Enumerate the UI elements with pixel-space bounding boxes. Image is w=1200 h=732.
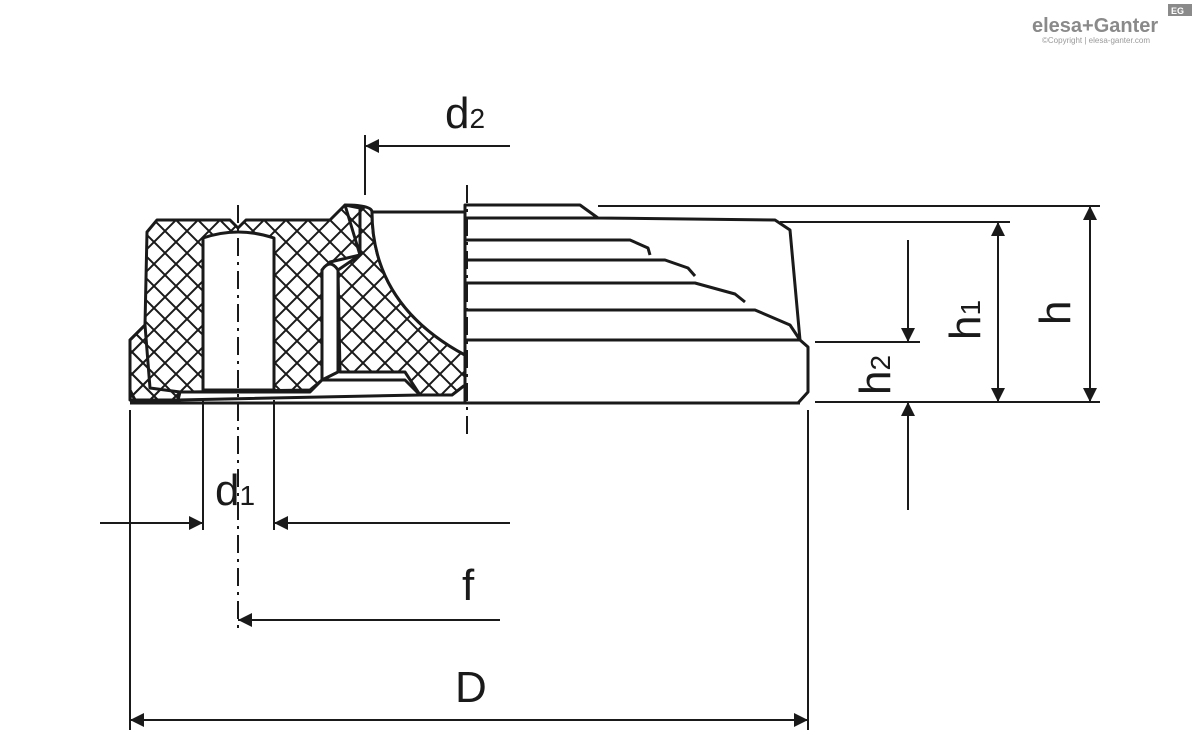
label-f: f bbox=[462, 561, 475, 610]
label-h2: h2 bbox=[851, 355, 900, 395]
knob-exterior bbox=[130, 203, 810, 405]
step-4 bbox=[465, 281, 746, 304]
logo-text: elesa+Ganter bbox=[1032, 15, 1158, 37]
step-3 bbox=[465, 258, 697, 277]
inner-slot bbox=[320, 262, 340, 382]
label-D: D bbox=[455, 663, 487, 712]
centerlines bbox=[237, 185, 468, 630]
label-h: h bbox=[1031, 301, 1080, 325]
dimension-labels: d2 d1 f D h h1 h2 bbox=[215, 89, 1080, 712]
knob-section bbox=[128, 203, 467, 402]
label-d2: d2 bbox=[445, 89, 485, 138]
logo-copyright: ©Copyright | elesa-ganter.com bbox=[1042, 36, 1150, 45]
logo-badge-text: EG bbox=[1171, 6, 1184, 16]
exterior-outline bbox=[463, 203, 810, 405]
step-5 bbox=[465, 308, 802, 341]
label-h1: h1 bbox=[941, 300, 990, 340]
step-2 bbox=[465, 238, 652, 256]
label-d1: d1 bbox=[215, 466, 255, 515]
dimension-lines bbox=[100, 135, 1100, 730]
brand-logo: elesa+Ganter EG ©Copyright | elesa-gante… bbox=[1032, 4, 1192, 45]
logo-badge-icon bbox=[1168, 4, 1192, 16]
